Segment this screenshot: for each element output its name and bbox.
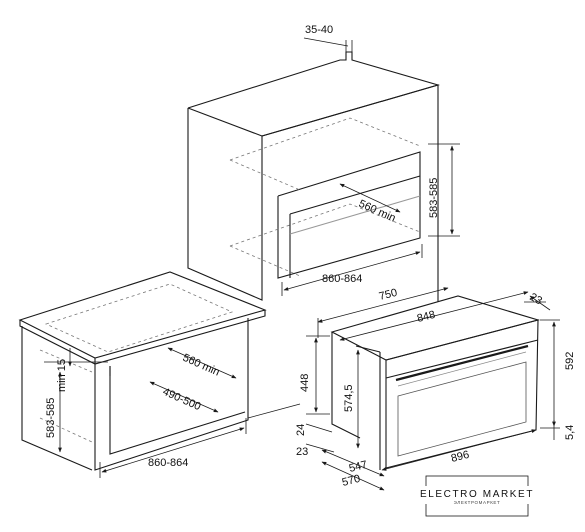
tall-cabinet-dimensions	[281, 37, 460, 296]
under-cabinet-left-side	[21, 326, 93, 471]
dim-line-depth	[303, 37, 349, 47]
oven-control-strip	[385, 339, 539, 379]
label-top-depth: 35-40	[305, 24, 333, 36]
dim-line-oven-width	[339, 291, 529, 341]
label-body-height: 574,5	[343, 384, 355, 412]
dashed-top	[229, 117, 421, 161]
dim-line-front-width	[381, 429, 537, 471]
dim-line-under-niche-depth	[167, 347, 237, 379]
tall-cabinet	[187, 51, 440, 302]
label-oven-width: 848	[416, 309, 437, 325]
tall-cabinet-top	[187, 51, 440, 137]
label-front-width: 896	[450, 449, 471, 465]
label-panel-height: 448	[299, 374, 311, 392]
under-counter-cabinet	[18, 271, 267, 471]
oven-door-top	[355, 345, 381, 353]
brand-backdrop	[412, 486, 542, 504]
tall-cabinet-front	[261, 84, 439, 302]
counter-dashed	[44, 283, 234, 353]
countertop-front	[19, 310, 266, 365]
label-top-niche-depth: 560 min	[357, 198, 398, 225]
oven	[330, 295, 541, 470]
brand-tagline: ЭЛЕКТРОМАРКЕТ	[454, 500, 501, 505]
label-front-thickness: 23	[296, 446, 308, 458]
niche-inner-floor	[289, 195, 421, 235]
label-under-niche-depth: 560 min	[181, 352, 222, 379]
dim-line-front-thickness	[305, 443, 335, 453]
oven-handle	[395, 344, 529, 382]
dim-line-under-inner-depth	[149, 381, 219, 413]
label-oven-depth: 750	[378, 287, 399, 303]
tall-cabinet-dashed	[229, 117, 421, 277]
label-door-thickness: 23	[528, 291, 544, 307]
oven-dimensions	[305, 287, 560, 491]
label-under-niche-height: 583-585	[45, 398, 57, 438]
label-top-niche-width: 860-864	[322, 273, 362, 285]
brand-logo: ELECTRO MARKET ЭЛЕКТРОМАРКЕТ	[412, 475, 542, 517]
oven-body-side	[331, 332, 361, 439]
dim-line-offset	[305, 423, 333, 433]
ext-under-floor	[247, 403, 301, 419]
tall-cabinet-top-edge	[187, 107, 263, 137]
under-cabinet-dimensions	[44, 347, 301, 478]
label-offset: 24	[295, 424, 307, 436]
dim-line-niche-width	[283, 251, 421, 291]
label-under-inner-depth: 490-500	[161, 386, 203, 413]
label-depth-570: 570	[341, 473, 362, 489]
tall-cabinet-left-side	[187, 108, 263, 301]
label-under-niche-width: 860-864	[148, 457, 188, 469]
dashed-top-side	[229, 159, 301, 191]
label-depth-547: 547	[348, 459, 369, 475]
tall-cabinet-niche	[277, 151, 421, 279]
dim-line-door	[529, 295, 551, 311]
oven-handle-shadow	[397, 351, 527, 387]
dim-line-niche-depth	[339, 183, 401, 213]
label-oven-height: 592	[564, 352, 576, 370]
oven-glass	[397, 361, 527, 457]
dim-line-depth-570	[321, 461, 385, 491]
under-cabinet-niche	[109, 366, 246, 455]
brand-name: ELECTRO MARKET	[420, 489, 534, 500]
label-min-gap: min 15	[56, 359, 68, 392]
niche-inner-top	[289, 175, 421, 215]
oven-front-panel	[385, 319, 539, 469]
dashed-bottom-side	[229, 245, 301, 277]
label-top-niche-height: 583-585	[428, 178, 440, 218]
dim-line-under-niche-width	[101, 427, 245, 473]
under-cabinet-dashed	[39, 283, 234, 443]
label-oven-bottom: 5,4	[564, 425, 576, 440]
